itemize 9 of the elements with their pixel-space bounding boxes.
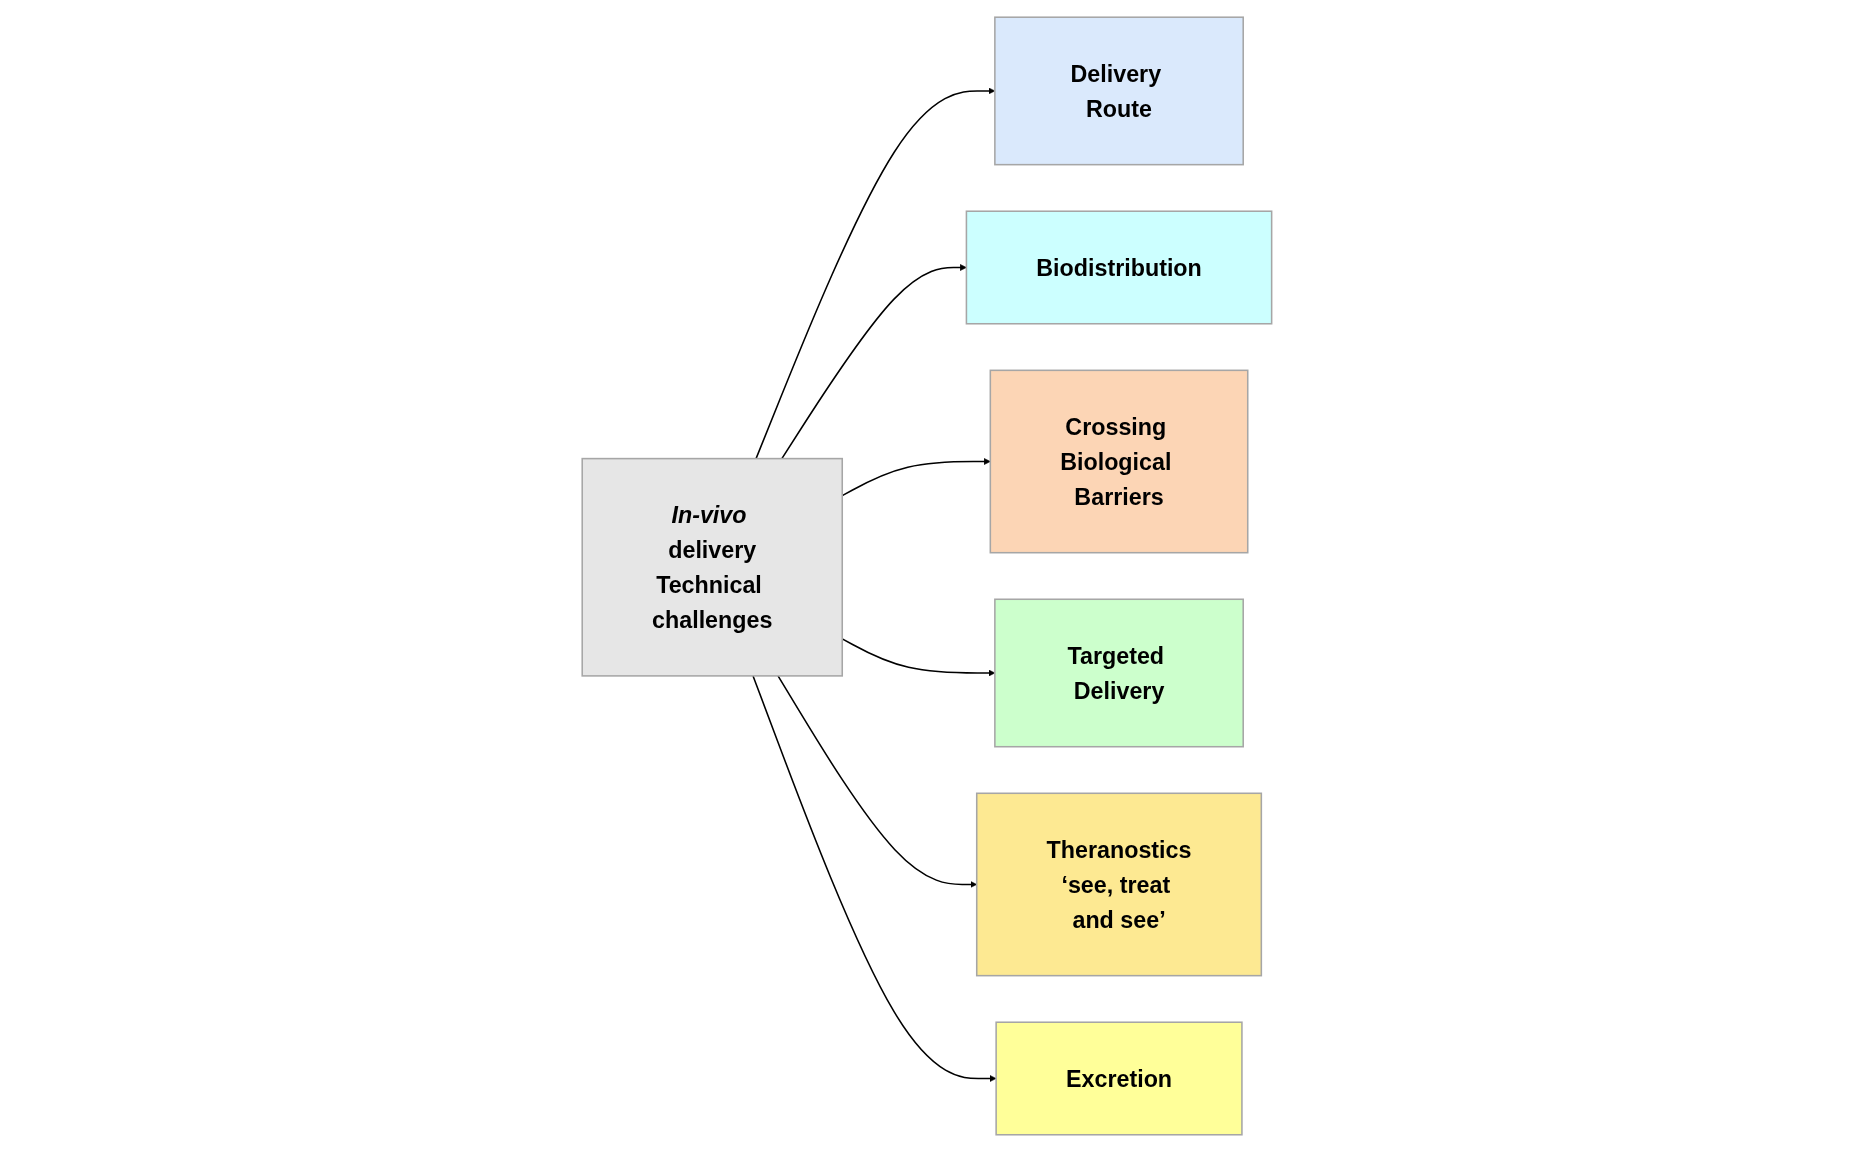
node-box: Theranostics ‘see, treat and see’ — [976, 792, 1263, 977]
node-box: Crossing Biological Barriers — [989, 369, 1249, 554]
arrow — [781, 264, 967, 460]
node-box: In-vivo delivery Technical challenges — [581, 457, 844, 677]
node-box: Targeted Delivery — [994, 598, 1245, 748]
node-box: Delivery Route — [994, 16, 1245, 166]
arrow — [752, 675, 997, 1082]
node-box: Excretion — [995, 1021, 1243, 1136]
node-box: Biodistribution — [965, 210, 1273, 325]
